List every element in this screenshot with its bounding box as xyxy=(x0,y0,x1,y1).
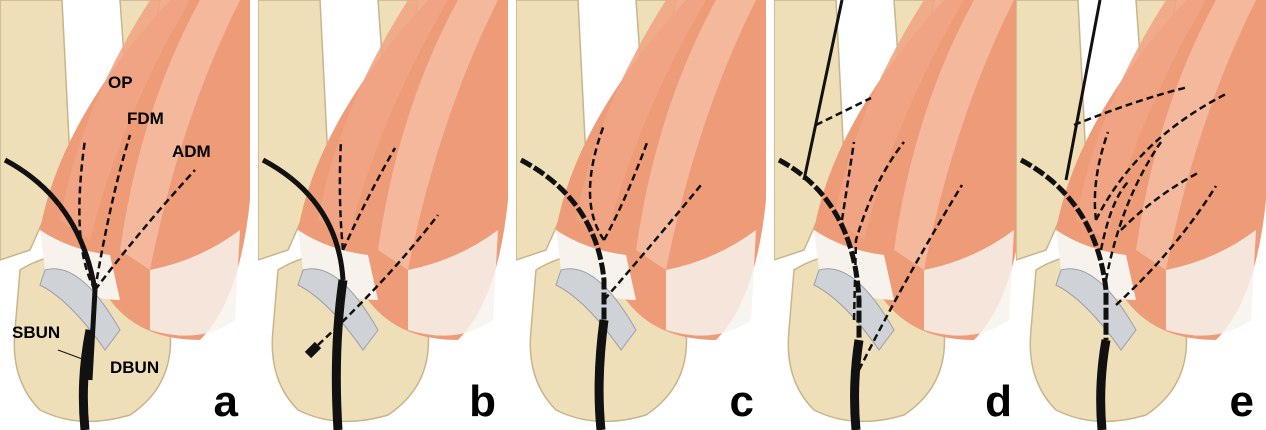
label-fdm: FDM xyxy=(127,109,164,128)
label-dbun: DBUN xyxy=(110,358,159,377)
panel-letter-d: d xyxy=(985,380,1012,424)
panel-c: c xyxy=(516,0,766,430)
panel-d: d xyxy=(774,0,1024,430)
panel-b: b xyxy=(258,0,508,430)
panel-letter-e: e xyxy=(1230,380,1254,424)
anatomy-illustration-d xyxy=(774,0,1024,430)
anatomy-illustration-c xyxy=(516,0,766,430)
anatomy-illustration-e xyxy=(1016,0,1266,430)
label-op: OP xyxy=(108,73,133,92)
panel-a: OP FDM ADM SBUN DBUN a xyxy=(0,0,250,430)
panel-letter-a: a xyxy=(214,380,238,424)
label-sbun: SBUN xyxy=(12,323,60,342)
panel-e: e xyxy=(1016,0,1266,430)
label-adm: ADM xyxy=(172,142,211,161)
anatomy-illustration-a: OP FDM ADM SBUN DBUN xyxy=(0,0,250,430)
panel-letter-c: c xyxy=(730,380,754,424)
anatomy-illustration-b xyxy=(258,0,508,430)
panel-letter-b: b xyxy=(469,380,496,424)
